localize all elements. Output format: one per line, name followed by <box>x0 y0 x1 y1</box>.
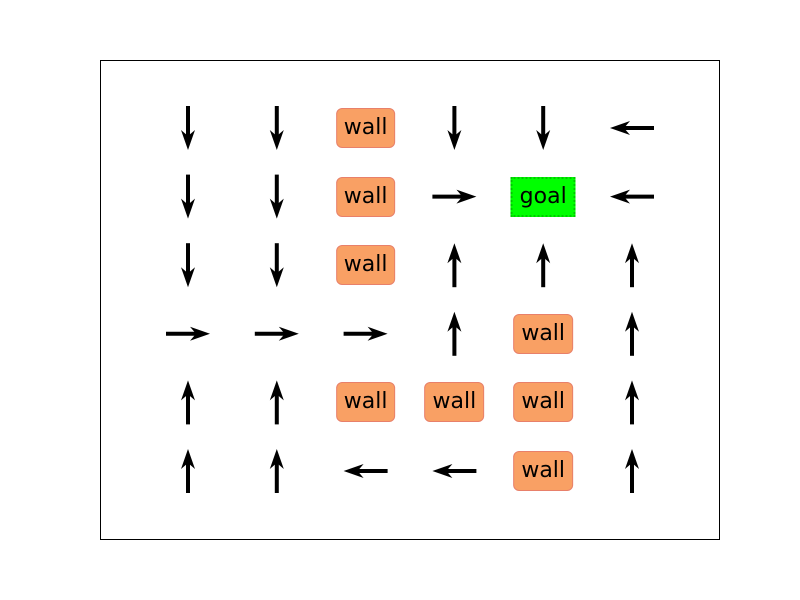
arrow-up-icon <box>269 380 284 425</box>
arrow-down-icon <box>181 243 195 288</box>
arrow-left-icon <box>610 189 654 204</box>
arrow-down-icon <box>536 106 551 150</box>
arrow-left-icon <box>432 464 477 478</box>
arrow-up-icon <box>625 449 639 493</box>
arrow-down-icon <box>447 106 462 150</box>
wall-cell-label: wall <box>513 382 574 423</box>
arrow-right-icon <box>254 326 299 341</box>
arrow-up-icon <box>447 311 462 356</box>
arrow-left-icon <box>343 464 388 478</box>
wall-cell-label: wall <box>335 245 396 286</box>
arrow-up-icon <box>181 449 195 493</box>
arrow-left-icon <box>610 121 654 135</box>
arrow-right-icon <box>343 326 388 341</box>
wall-cell-label: wall <box>335 108 396 148</box>
gridworld-frame <box>100 60 720 540</box>
arrow-up-icon <box>447 243 462 288</box>
arrow-up-icon <box>625 380 639 425</box>
arrow-down-icon <box>269 243 284 288</box>
arrow-down-icon <box>181 106 195 150</box>
arrow-up-icon <box>269 449 284 493</box>
arrow-right-icon <box>166 326 210 341</box>
wall-cell-label: wall <box>513 451 574 491</box>
goal-cell-label: goal <box>510 176 576 217</box>
arrow-up-icon <box>625 311 639 356</box>
wall-cell-label: wall <box>335 382 396 423</box>
arrow-up-icon <box>625 243 639 288</box>
arrow-down-icon <box>181 174 195 219</box>
arrow-right-icon <box>432 189 477 204</box>
arrow-down-icon <box>269 106 284 150</box>
arrow-up-icon <box>181 380 195 425</box>
arrow-up-icon <box>536 243 551 288</box>
wall-cell-label: wall <box>424 382 485 423</box>
arrow-down-icon <box>269 174 284 219</box>
wall-cell-label: wall <box>513 313 574 354</box>
wall-cell-label: wall <box>335 176 396 217</box>
